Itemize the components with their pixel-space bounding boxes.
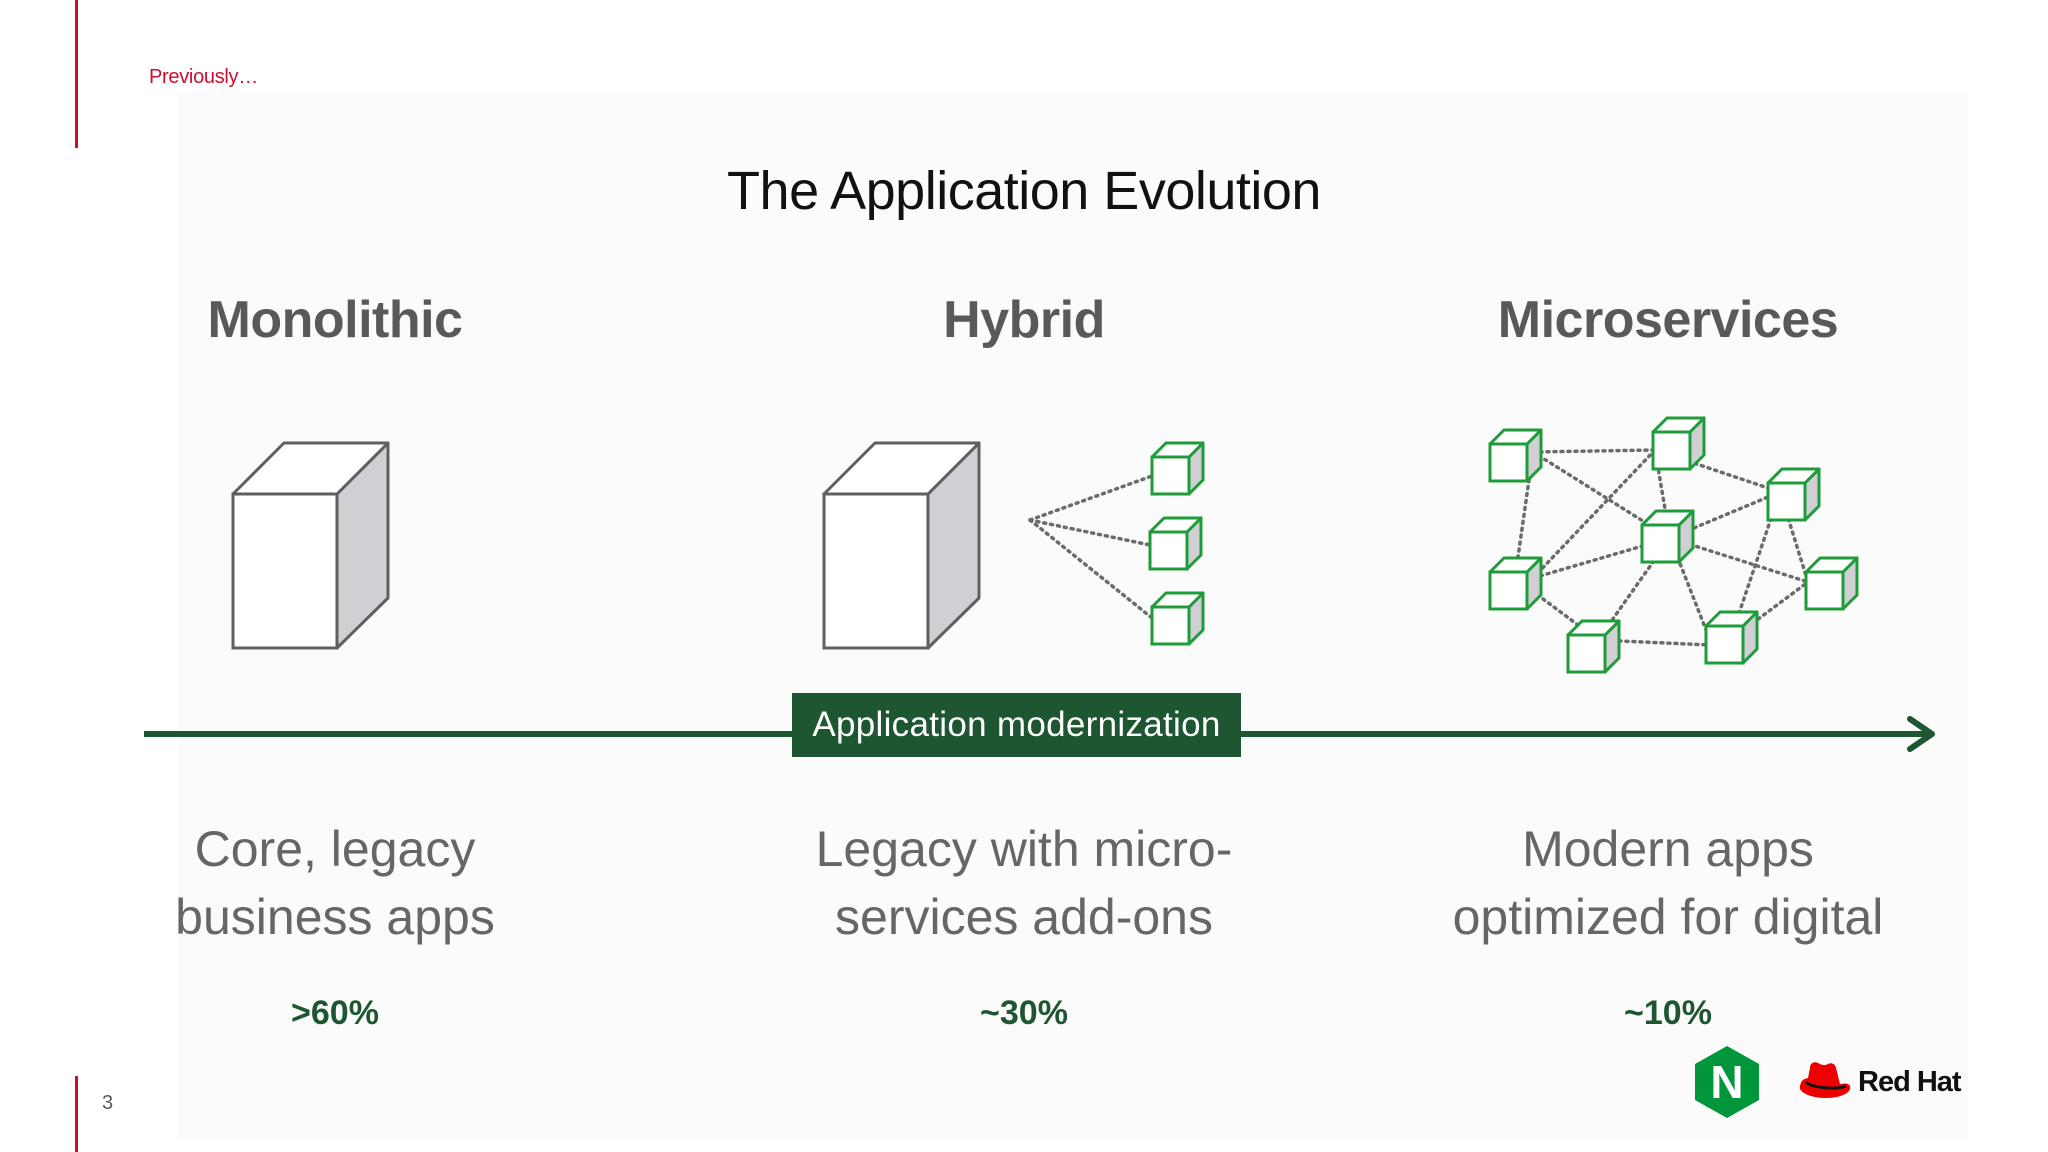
microservice-cube-icon bbox=[1566, 619, 1621, 674]
description-monolithic: Core, legacy business apps bbox=[55, 815, 615, 951]
microservice-cube-icon bbox=[1766, 467, 1821, 522]
redhat-logo-text: Red Hat bbox=[1858, 1066, 1962, 1098]
hybrid-connectors bbox=[1028, 474, 1154, 620]
accent-bar-top bbox=[75, 0, 78, 148]
accent-bar-bottom bbox=[75, 1076, 78, 1152]
redhat-hat-icon bbox=[1799, 1062, 1851, 1098]
heading-microservices: Microservices bbox=[1497, 291, 1839, 349]
nginx-logo-letter: N bbox=[1710, 1056, 1743, 1108]
heading-hybrid: Hybrid bbox=[943, 291, 1105, 349]
microservice-cube-icon bbox=[1804, 556, 1859, 611]
hybrid-service-cube-icon bbox=[1150, 441, 1205, 496]
description-hybrid: Legacy with micro- services add-ons bbox=[744, 815, 1304, 951]
share-hybrid: ~30% bbox=[980, 994, 1068, 1032]
microservice-cube-icon bbox=[1488, 556, 1543, 611]
description-microservices: Modern apps optimized for digital bbox=[1388, 815, 1948, 951]
hybrid-service-cube-icon bbox=[1150, 591, 1205, 646]
redhat-logo: Red Hat bbox=[1796, 1058, 1996, 1104]
hybrid-monolith-cube-icon bbox=[822, 441, 981, 650]
heading-monolithic: Monolithic bbox=[207, 291, 463, 349]
description-line: Core, legacy bbox=[194, 821, 476, 877]
microservice-cube-icon bbox=[1651, 416, 1706, 471]
nginx-logo-icon: N bbox=[1695, 1046, 1759, 1118]
description-line: Modern apps bbox=[1522, 821, 1814, 877]
microservice-cube-icon bbox=[1488, 428, 1543, 483]
description-line: Legacy with micro- bbox=[815, 821, 1233, 877]
content-panel bbox=[178, 92, 1968, 1140]
hybrid-service-cube-icon bbox=[1148, 516, 1203, 571]
slide-title: The Application Evolution bbox=[727, 161, 1321, 221]
description-line: optimized for digital bbox=[1452, 889, 1884, 945]
page-number: 3 bbox=[102, 1092, 114, 1114]
microservice-cube-icon bbox=[1704, 610, 1759, 665]
share-monolithic: >60% bbox=[291, 994, 379, 1032]
microservice-cube-icon bbox=[1640, 509, 1695, 564]
modernization-label: Application modernization bbox=[792, 693, 1241, 757]
monolith-cube-icon bbox=[231, 441, 390, 650]
kicker-text: Previously… bbox=[149, 66, 258, 88]
share-microservices: ~10% bbox=[1624, 994, 1712, 1032]
description-line: services add-ons bbox=[835, 889, 1213, 945]
description-line: business apps bbox=[175, 889, 495, 945]
